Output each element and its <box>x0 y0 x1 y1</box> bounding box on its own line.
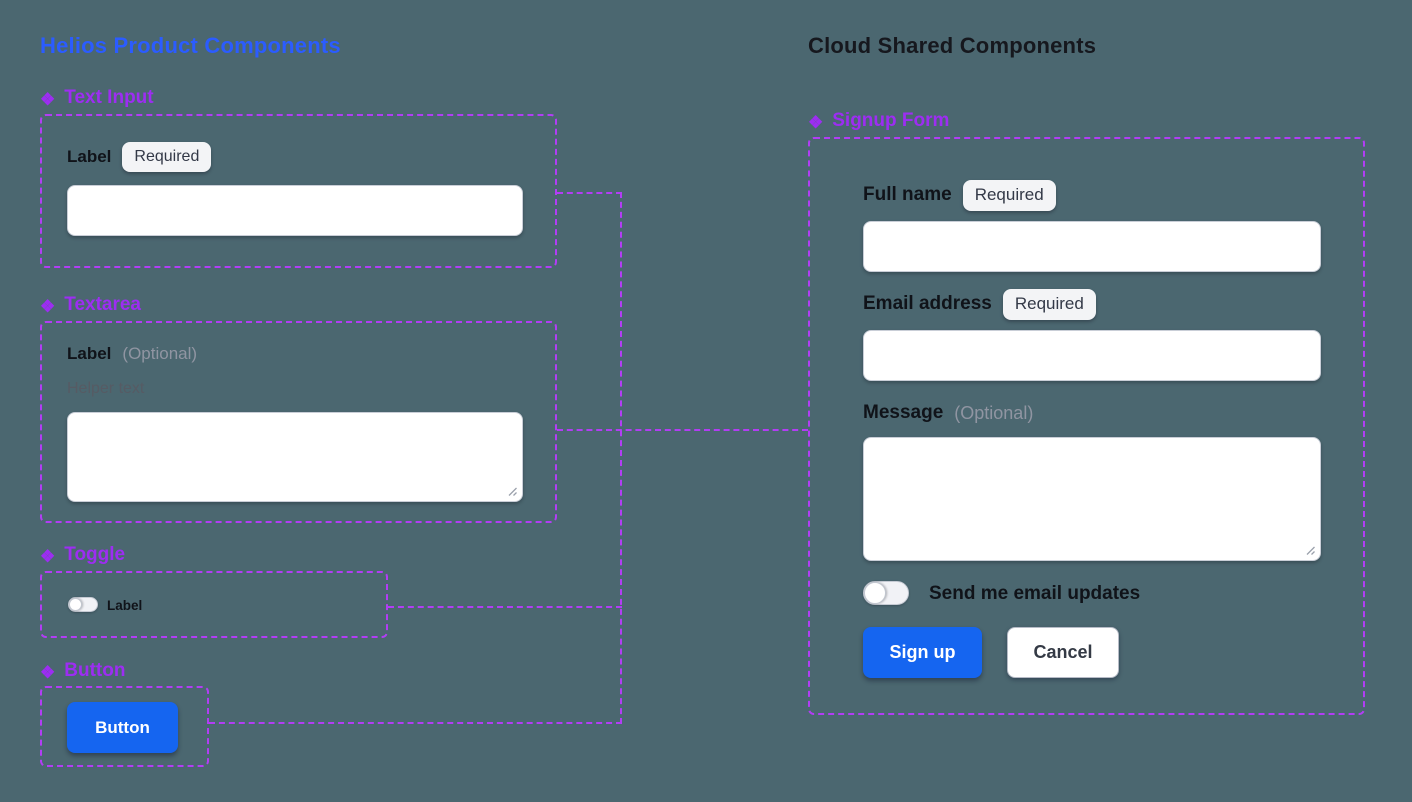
required-badge: Required <box>122 142 212 172</box>
section-header-button: ❖ Button <box>40 660 125 682</box>
field-label: Label <box>67 344 112 363</box>
textarea-label-row: Label (Optional) <box>67 344 197 364</box>
field-label: Label <box>67 146 112 166</box>
button-component[interactable]: Button <box>67 702 178 753</box>
text-input-field[interactable] <box>67 185 523 236</box>
connector-line <box>209 722 622 724</box>
section-header-label: Signup Form <box>832 110 950 131</box>
connector-line <box>557 192 622 194</box>
toggle-knob <box>69 598 82 611</box>
button-component-outline <box>40 686 209 767</box>
section-header-text-input: ❖ Text Input <box>40 87 154 109</box>
text-input-label-row: Label Required <box>67 142 212 172</box>
email-input[interactable] <box>863 330 1321 381</box>
message-label-row: Message (Optional) <box>863 402 1033 424</box>
textarea-component-outline <box>40 321 557 523</box>
email-updates-label: Send me email updates <box>929 583 1141 604</box>
field-label: Full name <box>863 184 952 206</box>
optional-hint: (Optional) <box>954 402 1034 423</box>
cloud-shared-title: Cloud Shared Components <box>808 33 1097 58</box>
helios-products-title: Helios Product Components <box>40 33 341 58</box>
toggle-component-outline <box>40 571 388 638</box>
full-name-input[interactable] <box>863 221 1321 272</box>
textarea-wrap <box>67 412 523 502</box>
optional-hint: (Optional) <box>122 344 198 363</box>
message-textarea-wrap <box>863 437 1321 561</box>
component-diamond-icon: ❖ <box>808 112 824 132</box>
full-name-label-row: Full name Required <box>863 180 1056 211</box>
helper-text: Helper text <box>67 380 145 397</box>
required-badge: Required <box>962 180 1056 211</box>
component-diamond-icon: ❖ <box>40 546 56 566</box>
email-label-row: Email address Required <box>863 289 1096 320</box>
connector-line <box>557 429 808 431</box>
signup-form-outline <box>808 137 1365 715</box>
textarea-field[interactable] <box>67 412 523 502</box>
message-textarea[interactable] <box>863 437 1321 561</box>
field-label: Email address <box>863 293 992 315</box>
section-header-label: Text Input <box>64 87 154 108</box>
sign-up-button[interactable]: Sign up <box>863 627 982 678</box>
section-header-label: Toggle <box>64 544 126 565</box>
component-diamond-icon: ❖ <box>40 662 56 682</box>
email-updates-toggle[interactable] <box>863 581 909 605</box>
connector-line <box>388 606 622 608</box>
section-header-label: Textarea <box>64 294 142 315</box>
connector-line <box>620 192 622 724</box>
component-diamond-icon: ❖ <box>40 89 56 109</box>
cancel-button[interactable]: Cancel <box>1007 627 1119 678</box>
text-input-component-outline <box>40 114 557 268</box>
required-badge: Required <box>1002 289 1096 320</box>
field-label: Message <box>863 402 944 423</box>
toggle-knob <box>864 582 886 604</box>
toggle-label: Label <box>107 598 143 613</box>
toggle-switch[interactable] <box>68 597 98 612</box>
section-header-signup-form: ❖ Signup Form <box>808 110 949 132</box>
section-header-toggle: ❖ Toggle <box>40 544 125 566</box>
section-header-label: Button <box>64 660 126 681</box>
component-diamond-icon: ❖ <box>40 296 56 316</box>
section-header-textarea: ❖ Textarea <box>40 294 141 316</box>
